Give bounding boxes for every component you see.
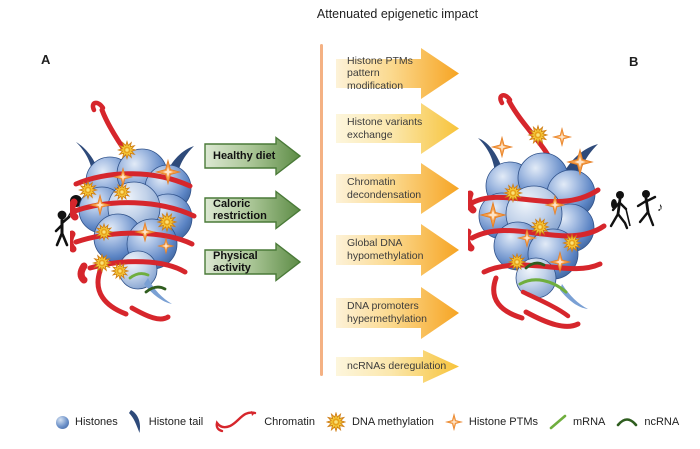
impact-arrow-promoter-hypermethylation: DNA promoters hypermethylation [336,286,460,340]
legend-item-mrna: mRNA [549,414,605,430]
impact-arrow-label: ncRNAs deregulation [347,360,447,373]
figure-title: Attenuated epigenetic impact [316,7,479,21]
histone-sphere-icon [56,415,69,429]
mrna-icon [549,414,567,430]
legend-label: Histone PTMs [468,416,538,428]
lifestyle-arrow-healthy-diet: Healthy diet [204,136,302,176]
lifestyle-arrow-physical-activity: Physical activity [204,242,302,282]
music-note-icon: ♪ [657,200,663,214]
green-arrow-shape [204,190,302,230]
yellow-arrow-shape [336,103,459,154]
lifestyle-arrow-label: Caloric restriction [213,197,267,222]
chromatin-decondensed-illustration [468,93,607,329]
mrna-strand [518,278,568,294]
lifestyle-arrow-label: Physical activity [213,249,258,274]
legend-label: Histone tail [148,416,204,428]
impact-arrow-label: Global DNA hypomethylation [347,237,424,262]
legend-item-histone-tail: Histone tail [128,410,204,434]
orange-arrow-shape [336,224,459,276]
panel-label-a: A [41,52,51,67]
lifestyle-arrow-caloric-restriction: Caloric restriction [204,190,302,230]
histone-tail [144,278,172,304]
orange-arrow-shape [336,48,459,99]
impact-arrow-global-hypomethylation: Global DNA hypomethylation [336,223,460,277]
impact-arrow-chromatin-decondensation: Chromatin decondensation [336,162,460,215]
impact-arrow-histone-variants: Histone variants exchange [336,102,460,155]
panel-label-b: B [629,54,639,69]
ncrna-strand [144,285,167,294]
impact-arrow-label: Histone PTMs pattern modification [347,54,413,92]
yellow-arrow-shape [336,350,459,383]
chromatin-condensed-illustration [70,100,197,322]
impact-arrow-ncrna-deregulation: ncRNAs deregulation [336,349,460,384]
dna-methylation-icon [326,412,346,432]
histone-ptms-icon [445,413,463,431]
separator-line [320,44,323,376]
legend-item-chromatin: Chromatin [214,409,315,435]
orange-arrow-shape [336,287,459,339]
ncrna-icon [617,418,638,427]
chromatin-icon [215,411,257,433]
legend-item-ncrna: ncRNA [616,415,679,429]
legend-label: DNA methylation [351,416,434,428]
legend-label: ncRNA [644,416,680,428]
histone-tail [560,284,588,309]
orange-arrow-shape [336,163,459,214]
impact-arrow-label: Chromatin decondensation [347,175,422,201]
green-arrow-shape [204,136,302,176]
histone-tail-icon [128,410,140,433]
legend-label: Chromatin [264,416,315,428]
legend-label: mRNA [572,416,606,428]
legend-item-dna-methylation: DNA methylation [326,412,434,432]
lifestyle-arrow-label: Healthy diet [213,149,276,162]
impact-arrow-histone-ptms: Histone PTMs pattern modification [336,47,460,100]
people-dancing-icon: ♪ [609,190,663,230]
legend-item-histone-ptms: Histone PTMs [445,413,538,431]
legend-item-histones: Histones [56,415,118,429]
chromatin-strand [70,171,197,322]
green-arrow-shape [204,242,302,282]
ncrna-strand [524,261,546,270]
legend: Histones Histone tail Chromatin DNA meth… [56,406,679,438]
legend-label: Histones [75,416,118,428]
impact-arrow-label: DNA promoters hypermethylation [347,300,427,325]
mrna-strand [128,272,150,280]
impact-arrow-label: Histone variants exchange [347,115,423,141]
